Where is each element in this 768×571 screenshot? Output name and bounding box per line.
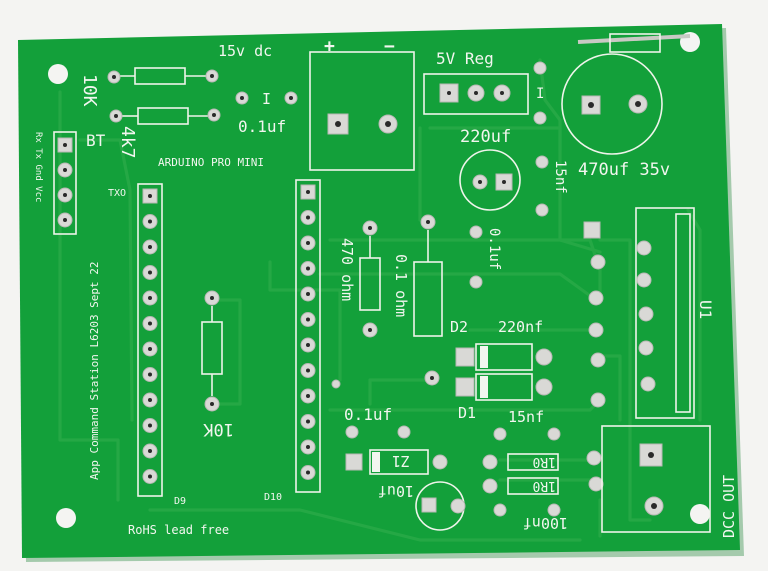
header-pin-hole: [148, 398, 152, 402]
ic-u1: [583, 207, 695, 419]
mounting-hole: [56, 508, 76, 528]
ic-u1-label: U1: [696, 300, 715, 319]
header-pin-hole: [306, 190, 310, 194]
res-r2-label: 1R0: [533, 478, 556, 493]
arduino-pins-left: [142, 188, 158, 484]
bt-pins-label: Rx Tx Gnd Vcc: [33, 132, 43, 202]
resistor-10k-bottom: [201, 290, 223, 412]
header-pin-hole: [306, 266, 310, 271]
plus-label: +: [324, 36, 335, 57]
res-10k-top-label: 10K: [79, 74, 100, 107]
resistor-10k-top: [107, 67, 219, 85]
header-pin-hole: [148, 423, 152, 428]
d9-label: D9: [174, 496, 186, 507]
arduino-label: ARDUINO PRO MINI: [158, 156, 264, 169]
header-pin-hole: [306, 445, 310, 449]
header-pin-hole: [306, 215, 310, 220]
cap-470uf: [561, 53, 663, 155]
diode-d1: [455, 373, 553, 401]
txo-label: TXO: [108, 188, 126, 199]
header-pin-hole: [148, 347, 152, 351]
res-01ohm-label: 0.1 ohm: [392, 254, 410, 317]
cap-15nf-top-label: 15nf: [552, 160, 568, 194]
diode-d1-label: D1: [458, 404, 476, 422]
resistor-01ohm: [413, 214, 443, 386]
cap-10uf: [415, 481, 466, 531]
cap-01uf-mid-label: 0.1uf: [486, 228, 502, 270]
resistor-470ohm: [359, 220, 381, 338]
header-pin-hole: [306, 470, 310, 475]
res-10k-bottom-label: 10K: [203, 419, 234, 439]
copper-traces: [58, 58, 702, 542]
res-r1-label: 1R0: [533, 454, 556, 469]
cap-01uf-bottom-label: 0.1uf: [344, 405, 392, 424]
mounting-hole: [690, 504, 710, 524]
cap-15nf-bottom-label: 15nf: [508, 408, 544, 426]
diode-d2-label: D2: [450, 318, 468, 336]
dcc-out-connector: [601, 425, 711, 533]
header-pin-hole: [148, 194, 152, 198]
header-pin-hole: [148, 372, 152, 377]
arduino-header-left: [137, 183, 163, 497]
wire-jumper: [577, 34, 691, 44]
cap-01uf-top-label: 0.1uf: [238, 117, 286, 136]
arduino-header-right: [295, 179, 321, 493]
side-title: App Command Station L6203 Sept 22: [88, 261, 101, 480]
header-pin-hole: [148, 296, 152, 300]
resistor-r2: [482, 476, 604, 495]
header-pin-hole: [148, 321, 152, 326]
power-in-label: 15v dc: [218, 42, 272, 60]
resistor-r1: [482, 450, 602, 471]
minus-label: −: [384, 36, 395, 57]
header-pin-hole: [148, 270, 152, 275]
header-pin-hole: [306, 368, 310, 373]
power-connector: [309, 51, 415, 171]
cap-220uf-label: 220uf: [460, 127, 511, 147]
header-pin-hole: [306, 343, 310, 347]
regulator: [423, 73, 529, 115]
cap-100nf-label: 100nf: [523, 514, 568, 532]
header-pin-hole: [306, 241, 310, 245]
bt-label: BT: [86, 131, 106, 150]
header-pin-hole: [306, 317, 310, 322]
header-pin-hole: [148, 219, 152, 224]
bt-header: [53, 131, 77, 235]
cap-01uf-top-mark: I: [262, 90, 271, 108]
header-pin-hole: [306, 419, 310, 424]
diode-d2: [455, 343, 553, 371]
cap-01uf-top: [235, 91, 298, 105]
header-pin-hole: [148, 245, 152, 249]
res-4k7-label: 4k7: [117, 126, 138, 159]
cap-470uf-label: 470uf 35v: [578, 160, 670, 180]
reg-cap-mark: I: [536, 86, 544, 102]
resistor-4k7: [109, 107, 221, 125]
header-pin-hole: [148, 449, 152, 453]
cap-220nf-label: 220nf: [498, 318, 543, 336]
regulator-label: 5V Reg: [436, 49, 494, 68]
res-470-label: 470 ohm: [338, 238, 356, 301]
zener-z1: [345, 449, 448, 475]
header-pin-hole: [306, 292, 310, 296]
cap-220uf: [459, 149, 521, 211]
mounting-hole: [48, 64, 68, 84]
d10-label: D10: [264, 492, 282, 503]
header-pin-hole: [306, 394, 310, 398]
zener-z1-label: Z1: [392, 452, 410, 470]
dcc-out-label: DCC OUT: [720, 475, 738, 538]
header-pin-hole: [148, 474, 152, 479]
cap-10uf-label: 10uf: [378, 482, 414, 500]
rohs-label: RoHS lead free: [128, 523, 229, 537]
arduino-pins-right: [300, 184, 316, 480]
